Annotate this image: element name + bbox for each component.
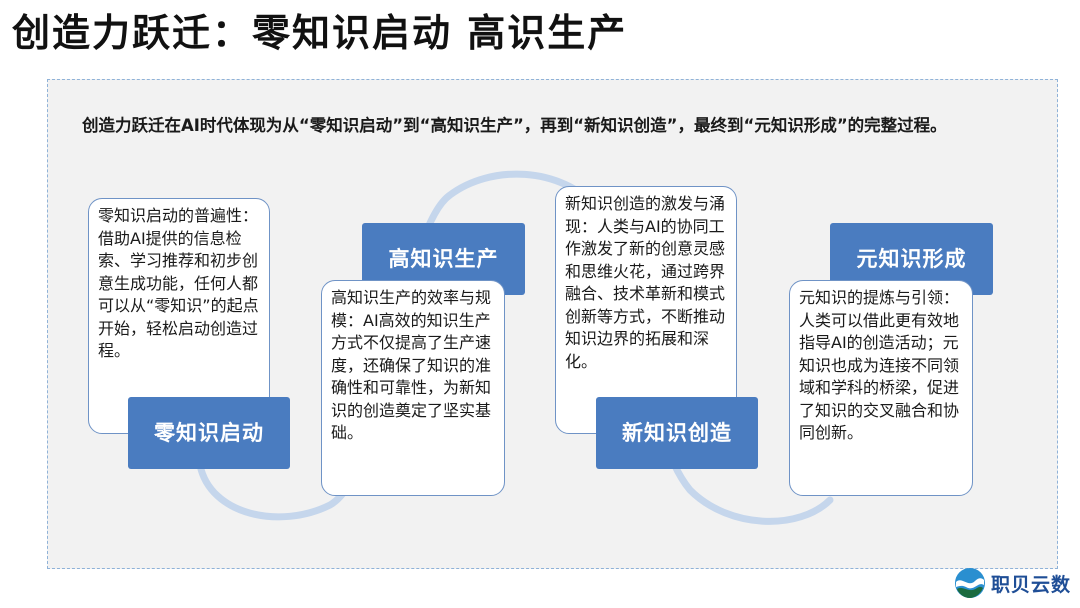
globe-wave-icon [955, 568, 985, 598]
page-title: 创造力跃迁：零知识启动 高识生产 [12, 11, 628, 55]
stage-3-label: 新知识创造 [596, 397, 758, 469]
stage-4-description: 元知识的提炼与引领：人类可以借此更有效地指导AI的创造活动；元知识也成为连接不同… [789, 280, 973, 496]
connector-wave-path [196, 170, 834, 525]
stage-1-description-text: 零知识启动的普遍性：借助AI提供的信息检索、学习推荐和初步创意生成功能，任何人都… [98, 206, 259, 360]
brand-logo: 职贝云数 [953, 565, 1071, 601]
stage-3-description-text: 新知识创造的激发与涌现：人类与AI的协同工作激发了新的创意灵感和思维火花，通过跨… [565, 194, 726, 371]
stage-1-label: 零知识启动 [128, 397, 290, 469]
stage-3-label-text: 新知识创造 [622, 421, 732, 445]
stage-4-label-text: 元知识形成 [856, 247, 967, 271]
stage-2-description: 高知识生产的效率与规模：AI高效的知识生产方式不仅提高了生产速度，还确保了知识的… [321, 280, 505, 496]
stage-4-description-text: 元知识的提炼与引领：人类可以借此更有效地指导AI的创造活动；元知识也成为连接不同… [799, 288, 960, 442]
brand-logo-text: 职贝云数 [991, 573, 1072, 596]
stage-1-label-text: 零知识启动 [154, 421, 264, 445]
intro-text: 创造力跃迁在AI时代体现为从“零知识启动”到“高知识生产”，再到“新知识创造”，… [82, 116, 947, 135]
stage-3-description: 新知识创造的激发与涌现：人类与AI的协同工作激发了新的创意灵感和思维火花，通过跨… [555, 186, 737, 434]
stage-2-description-text: 高知识生产的效率与规模：AI高效的知识生产方式不仅提高了生产速度，还确保了知识的… [331, 288, 492, 442]
stage-2-label-text: 高知识生产 [388, 247, 499, 271]
